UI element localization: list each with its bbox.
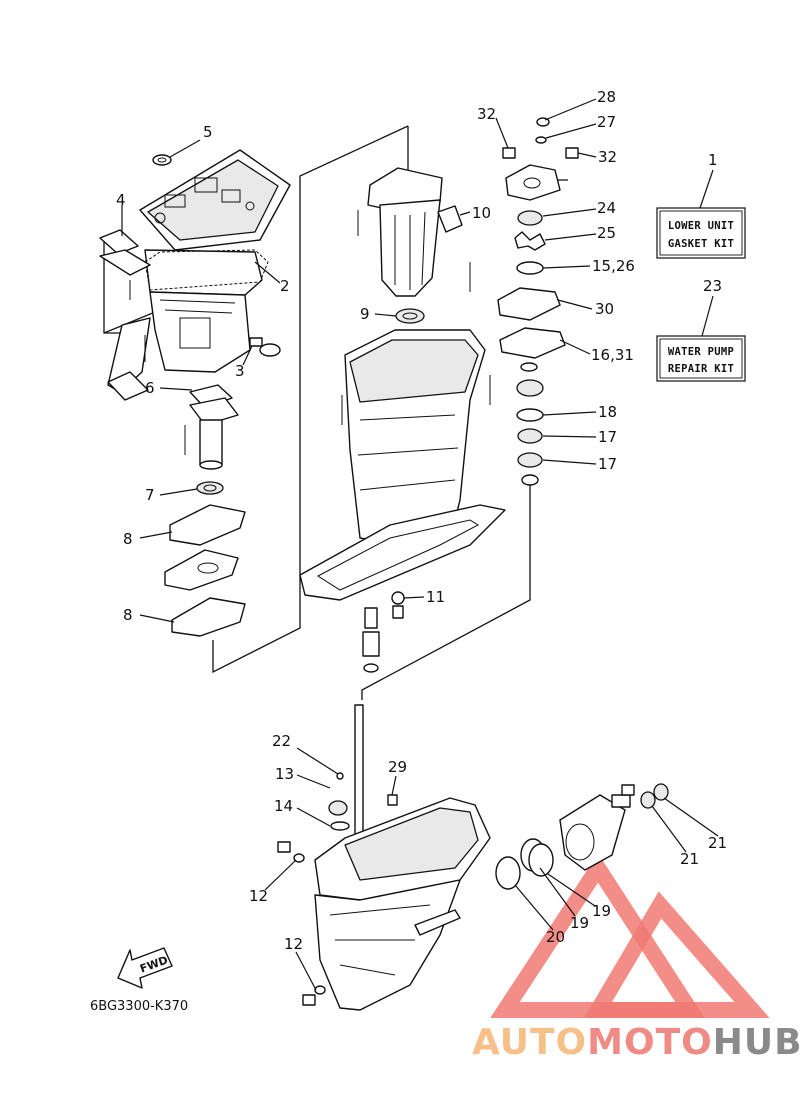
- callout-17-a: 17: [598, 428, 617, 446]
- lower-case-assembly: [277, 704, 669, 1011]
- kit-1-line-1: LOWER UNIT: [668, 220, 734, 232]
- callout-13: 13: [275, 765, 294, 783]
- callout-21-b: 21: [680, 850, 699, 868]
- callout-12-a: 12: [249, 887, 268, 905]
- callout-2: 2: [280, 277, 290, 295]
- kit-callout-1: 1: [708, 151, 718, 169]
- callout-19-b: 19: [570, 914, 589, 932]
- watermark-auto: AUTO: [472, 1022, 587, 1063]
- kit-callout-23: 23: [703, 277, 722, 295]
- watermark-moto: MOTO: [587, 1022, 713, 1063]
- watermark-hub: HUB: [713, 1022, 800, 1063]
- leader-lines: [121, 98, 719, 991]
- callout-14: 14: [274, 797, 293, 815]
- callout-25: 25: [597, 224, 616, 242]
- callout-16-31: 16,31: [591, 346, 634, 364]
- callout-8-b: 8: [123, 606, 133, 624]
- callout-8-a: 8: [123, 530, 133, 548]
- callout-10: 10: [472, 204, 491, 222]
- callout-30: 30: [595, 300, 614, 318]
- upper-casing-assembly: [299, 167, 506, 673]
- callout-20: 20: [546, 928, 565, 946]
- callout-3: 3: [235, 362, 245, 380]
- drawing-number: 6BG3300-K370: [90, 999, 188, 1014]
- callout-21-a: 21: [708, 834, 727, 852]
- kit-23-line-1: WATER PUMP: [668, 346, 734, 358]
- callout-27: 27: [597, 113, 616, 131]
- callout-15-26: 15,26: [592, 257, 635, 275]
- assembly-frame-lines: [103, 125, 568, 700]
- lower-unit-gasket-kit-box: 1 LOWER UNIT GASKET KIT: [656, 151, 746, 259]
- water-pump-assembly: [497, 117, 579, 486]
- callout-22: 22: [272, 732, 291, 750]
- callout-12-b: 12: [284, 935, 303, 953]
- watermark-logo: [490, 853, 770, 1018]
- callout-9: 9: [360, 305, 370, 323]
- callout-32-right: 32: [598, 148, 617, 166]
- water-pump-repair-kit-box: 23 WATER PUMP REPAIR KIT: [656, 277, 746, 382]
- callout-18: 18: [598, 403, 617, 421]
- callout-6: 6: [145, 379, 155, 397]
- callout-7: 7: [145, 486, 155, 504]
- watermark-text: AUTOMOTOHUB: [472, 1022, 800, 1063]
- callout-28: 28: [597, 88, 616, 106]
- callout-5: 5: [203, 123, 213, 141]
- oil-pan-assembly: [99, 149, 291, 637]
- forward-direction-arrow: FWD: [117, 947, 173, 989]
- kit-1-line-2: GASKET KIT: [668, 238, 734, 250]
- kit-23-line-2: REPAIR KIT: [668, 363, 734, 375]
- callout-29: 29: [388, 758, 407, 776]
- callout-32-left: 32: [477, 105, 496, 123]
- callout-24: 24: [597, 199, 616, 217]
- callout-4: 4: [116, 191, 126, 209]
- callout-11: 11: [426, 588, 445, 606]
- callout-labels: 28 32 27 32 24 25 15,26 30 16,31 18 17 1…: [116, 88, 727, 953]
- callout-17-b: 17: [598, 455, 617, 473]
- callout-19-a: 19: [592, 902, 611, 920]
